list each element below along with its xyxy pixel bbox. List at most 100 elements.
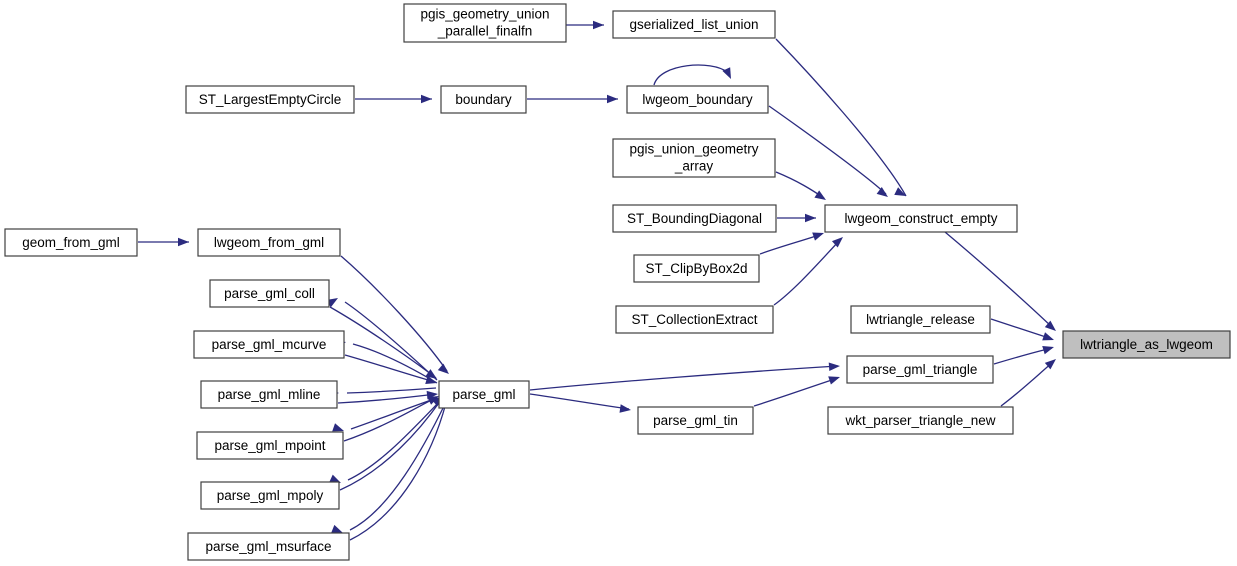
node-box[interactable]: [827, 406, 1014, 435]
node-parse_gml_tin[interactable]: parse_gml_tin: [637, 406, 754, 435]
edge-line: [349, 401, 447, 531]
arrowhead-icon: [1044, 359, 1056, 370]
edge-line: [1000, 361, 1054, 407]
node-parse_gml_mpoly[interactable]: parse_gml_mpoly: [200, 481, 340, 510]
edge-line: [775, 38, 907, 197]
edge-ST_BoundingDiagonal-to-lwgeom_construct_empty: [777, 213, 816, 223]
node-label: parse_gml_mpoint: [214, 438, 325, 453]
node-box[interactable]: [824, 204, 1018, 233]
arrowhead-icon: [593, 20, 604, 30]
node-layer: pgis_geometry_union_parallel_finalfn gser…: [4, 3, 1231, 561]
edge-parse_gml-to-parse_gml_mpoint: [332, 397, 438, 432]
node-label: ST_CollectionExtract: [631, 312, 757, 327]
edge-line: [944, 231, 1054, 329]
arrowhead-icon: [894, 187, 906, 196]
node-lwtriangle_as_lwgeom[interactable]: lwtriangle_as_lwgeom: [1062, 330, 1231, 359]
edge-parse_gml-to-parse_gml_mpoly: [329, 399, 442, 483]
edge-line: [346, 387, 437, 394]
node-parse_gml_mline[interactable]: parse_gml_mline: [200, 380, 338, 409]
node-gserialized_list_union[interactable]: gserialized_list_union: [612, 10, 776, 39]
node-wkt_parser_triangle_new[interactable]: wkt_parser_triangle_new: [827, 406, 1014, 435]
node-ST_ClipByBox2d[interactable]: ST_ClipByBox2d: [633, 254, 760, 283]
node-box[interactable]: [185, 85, 355, 114]
node-boundary[interactable]: boundary: [440, 85, 527, 114]
edge-parse_gml_triangle-to-lwtriangle_as_lwgeom: [993, 346, 1054, 365]
node-parse_gml_coll[interactable]: parse_gml_coll: [209, 279, 330, 308]
edge-geom_from_gml-to-lwgeom_from_gml: [138, 237, 189, 247]
node-parse_gml_mcurve[interactable]: parse_gml_mcurve: [193, 330, 345, 359]
edge-line: [347, 399, 442, 481]
node-lwtriangle_release[interactable]: lwtriangle_release: [850, 305, 991, 334]
node-box[interactable]: [850, 305, 991, 334]
node-box[interactable]: [1062, 330, 1231, 359]
node-box[interactable]: [200, 380, 338, 409]
node-box[interactable]: [196, 431, 344, 460]
node-label: ST_LargestEmptyCircle: [199, 92, 342, 107]
edge-line: [759, 233, 823, 255]
arrowhead-icon: [332, 423, 344, 432]
node-label: boundary: [455, 92, 512, 107]
node-lwgeom_boundary[interactable]: lwgeom_boundary: [626, 85, 769, 114]
node-box[interactable]: [193, 330, 345, 359]
edge-pgis_geometry_union_parallel_finalfn-to-gserialized_list_union: [566, 20, 604, 30]
node-ST_LargestEmptyCircle[interactable]: ST_LargestEmptyCircle: [185, 85, 355, 114]
edge-parse_gml_tin-to-parse_gml_triangle: [753, 376, 840, 407]
edge-line: [339, 399, 442, 491]
node-box[interactable]: [633, 254, 760, 283]
node-label: parse_gml_mcurve: [212, 337, 327, 352]
node-pgis_union_geometry_array[interactable]: pgis_union_geometry_array: [612, 138, 776, 178]
arrowhead-icon: [805, 213, 816, 223]
node-box[interactable]: [209, 279, 330, 308]
node-parse_gml_mpoint[interactable]: parse_gml_mpoint: [196, 431, 344, 460]
node-ST_BoundingDiagonal[interactable]: ST_BoundingDiagonal: [612, 204, 777, 233]
edge-lwgeom_boundary-to-lwgeom_construct_empty: [768, 105, 888, 197]
node-pgis_geometry_union_parallel_finalfn[interactable]: pgis_geometry_union_parallel_finalfn: [403, 3, 567, 43]
arrowhead-icon: [329, 474, 341, 483]
node-parse_gml[interactable]: parse_gml: [438, 380, 530, 409]
node-parse_gml_msurface[interactable]: parse_gml_msurface: [187, 532, 350, 561]
edge-lwgeom_boundary-to-lwgeom_boundary: [653, 64, 731, 86]
node-box[interactable]: [197, 228, 341, 257]
node-label: ST_BoundingDiagonal: [627, 211, 762, 226]
edge-boundary-to-lwgeom_boundary: [527, 94, 618, 104]
edge-parse_gml-to-parse_gml_mcurve: [334, 340, 438, 384]
node-label: lwtriangle_release: [866, 312, 975, 327]
node-geom_from_gml[interactable]: geom_from_gml: [4, 228, 138, 257]
edge-line: [768, 105, 887, 195]
node-box[interactable]: [626, 85, 769, 114]
edge-lwgeom_from_gml-to-parse_gml: [340, 255, 449, 374]
edge-line: [329, 306, 437, 379]
node-box[interactable]: [612, 138, 776, 178]
node-box[interactable]: [200, 481, 340, 510]
node-label-line2: _array: [674, 159, 714, 174]
node-box[interactable]: [615, 305, 774, 334]
arrowhead-icon: [812, 232, 824, 241]
arrowhead-icon: [1042, 332, 1054, 341]
arrowhead-icon: [722, 67, 731, 79]
node-parse_gml_triangle[interactable]: parse_gml_triangle: [846, 355, 994, 384]
node-label: parse_gml_coll: [224, 286, 315, 301]
edge-lwgeom_construct_empty-to-lwtriangle_as_lwgeom: [944, 231, 1056, 331]
node-lwgeom_from_gml[interactable]: lwgeom_from_gml: [197, 228, 341, 257]
node-label: lwtriangle_as_lwgeom: [1080, 337, 1213, 352]
node-box[interactable]: [4, 228, 138, 257]
node-box[interactable]: [846, 355, 994, 384]
node-label: lwgeom_boundary: [642, 92, 753, 107]
edge-gserialized_list_union-to-lwgeom_construct_empty: [775, 38, 907, 197]
node-label: geom_from_gml: [22, 235, 120, 250]
node-lwgeom_construct_empty[interactable]: lwgeom_construct_empty: [824, 204, 1018, 233]
node-box[interactable]: [187, 532, 350, 561]
node-box[interactable]: [612, 204, 777, 233]
arrowhead-icon: [828, 376, 840, 385]
node-box[interactable]: [403, 3, 567, 43]
edge-ST_LargestEmptyCircle-to-boundary: [355, 94, 432, 104]
node-box[interactable]: [438, 380, 530, 409]
node-box[interactable]: [612, 10, 776, 39]
node-box[interactable]: [637, 406, 754, 435]
node-box[interactable]: [440, 85, 527, 114]
edge-parse_gml-to-parse_gml_msurface: [331, 401, 447, 533]
node-ST_CollectionExtract[interactable]: ST_CollectionExtract: [615, 305, 774, 334]
node-label: parse_gml: [452, 387, 515, 402]
edge-parse_gml_msurface-to-parse_gml: [349, 398, 448, 541]
